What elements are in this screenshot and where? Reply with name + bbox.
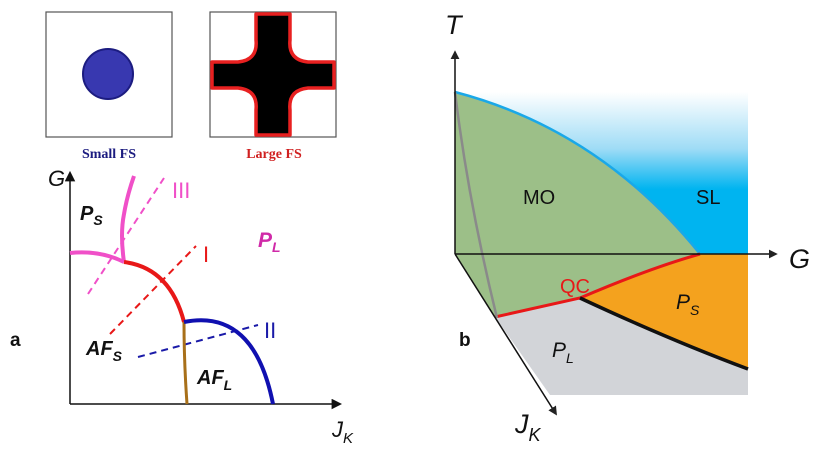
mo-floor-region: [455, 254, 700, 317]
small-fermi-surface: [82, 48, 134, 100]
afl-boundary: [183, 318, 275, 405]
path-II-dashed: [137, 324, 259, 358]
ps-upper-boundary: [120, 175, 136, 263]
ps-left-boundary: [69, 250, 125, 264]
g-axis-label: G: [789, 244, 810, 274]
region-qc-label: QC: [560, 276, 590, 298]
ps-region: [580, 254, 748, 369]
jk-axis: [454, 253, 557, 416]
panel-a-region-ps: PS: [80, 203, 103, 228]
panel-b-diagram: T G JK MO SL QC PS PL b: [445, 10, 810, 445]
path-label-III: III: [172, 178, 190, 203]
sl-region: [455, 92, 748, 254]
t-axis-label: T: [445, 10, 464, 40]
inset-small-fs: Small FS: [45, 11, 173, 162]
panel-a-region-afl: AFL: [196, 367, 232, 393]
gray-curve-line: [453, 91, 499, 319]
region-ps-label: PS: [676, 291, 700, 318]
region-sl-label: SL: [696, 187, 720, 209]
panel-a-diagram: G JK PS PL AFS AFL III I II a: [10, 166, 354, 447]
mo-sl-boundary: [454, 90, 701, 255]
region-mo-label: MO: [523, 187, 555, 209]
ps-pl-boundary: [579, 296, 749, 371]
inset-large-fs: Large FS: [209, 11, 337, 162]
small-fs-caption: Small FS: [82, 147, 136, 162]
region-pl-label: PL: [552, 339, 574, 366]
afs-afl-boundary: [182, 321, 189, 405]
panel-a-label: a: [10, 330, 21, 351]
panel-a-x-axis-label: JK: [331, 417, 354, 447]
mo-region: [455, 92, 700, 254]
pl-region: [495, 298, 748, 395]
path-I-dashed: [109, 245, 197, 335]
panel-a-region-pl: PL: [258, 229, 281, 255]
qc-boundary: [494, 252, 701, 319]
large-fermi-surface: [210, 12, 336, 137]
path-label-I: I: [203, 242, 209, 267]
path-label-II: II: [264, 318, 276, 343]
jk-axis-label: JK: [514, 409, 542, 445]
panel-a-y-axis-label: G: [48, 166, 65, 191]
panel-a-region-afs: AFS: [85, 338, 123, 364]
large-fs-caption: Large FS: [246, 147, 302, 162]
af-ps-boundary: [123, 260, 186, 323]
panel-b-label: b: [459, 330, 471, 351]
